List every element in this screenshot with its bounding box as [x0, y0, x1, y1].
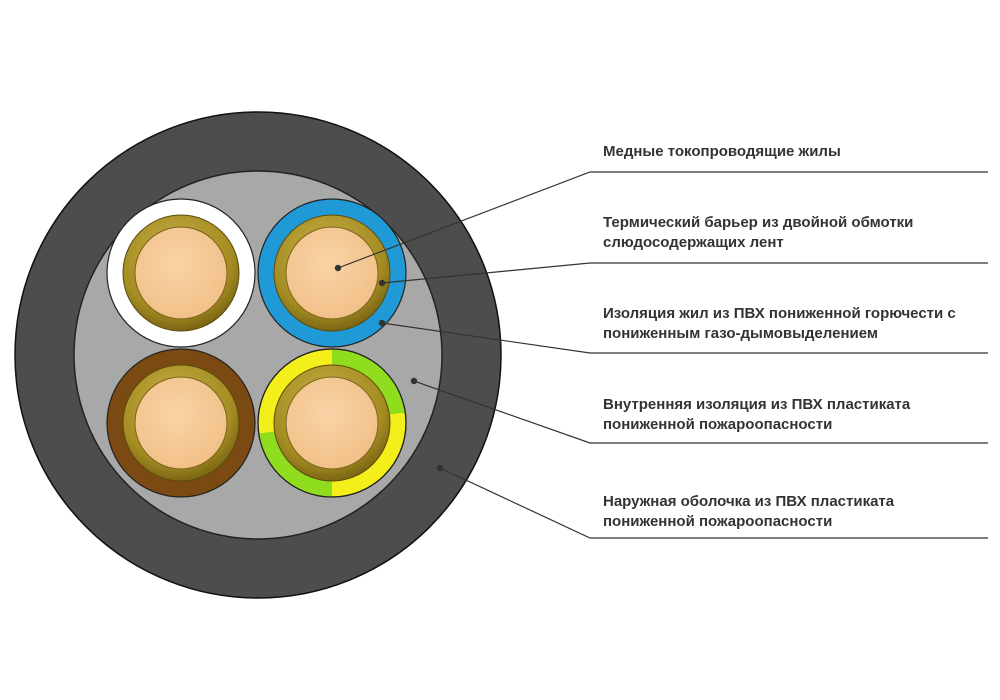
- leader-inner-insulation: [413, 380, 988, 444]
- core-white: [106, 198, 256, 348]
- leader-copper-conductors: [337, 171, 988, 269]
- pointer-dot-core-insulation: [378, 319, 386, 327]
- leader-core-insulation: [381, 322, 988, 354]
- label-inner-insulation: Внутренняя изоляция из ПВХ пластиката по…: [603, 396, 911, 433]
- pointer-dot-inner-insulation: [410, 377, 418, 385]
- leader-thermal-barrier: [381, 262, 988, 284]
- core-blue: [257, 198, 407, 348]
- core-yellow-green: [257, 348, 407, 498]
- label-thermal-barrier: Термический барьер из двойной обмотки сл…: [603, 214, 914, 251]
- core-brown: [106, 348, 256, 498]
- label-core-insulation: Изоляция жил из ПВХ пониженной горючести…: [603, 305, 956, 342]
- pointer-dot-outer-sheath: [436, 464, 444, 472]
- pointer-dot-copper: [334, 264, 342, 272]
- leader-outer-sheath: [439, 467, 988, 539]
- pointer-dot-thermal-barrier: [378, 279, 386, 287]
- label-outer-sheath: Наружная оболочка из ПВХ пластиката пони…: [603, 493, 895, 530]
- label-copper-conductors: Медные токопроводящие жилы: [603, 143, 841, 160]
